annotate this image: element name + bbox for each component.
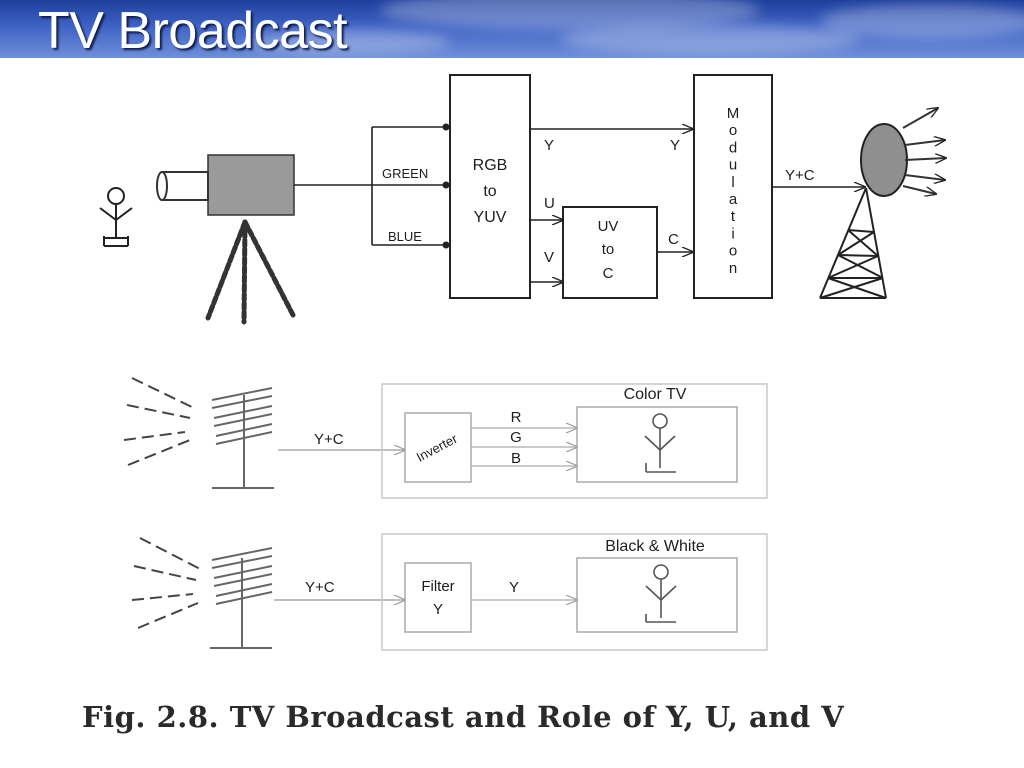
rgb-to-yuv-line-2: to — [483, 183, 496, 200]
camera-signal-lines — [294, 126, 450, 246]
color-tv-viewer-figure — [644, 413, 676, 473]
incoming-waves-icon-2 — [131, 537, 205, 629]
color-tv-label: Color TV — [624, 386, 687, 403]
receiving-antenna-icon-2 — [210, 547, 273, 649]
filter-label-1: Filter — [421, 578, 454, 595]
modulation-letter: t — [731, 208, 736, 225]
modulation-letter: o — [729, 243, 737, 260]
y-label: Y — [544, 137, 554, 154]
mod-output-label: Y+C — [785, 167, 815, 184]
input-dot-green — [442, 181, 450, 189]
incoming-waves-icon — [123, 377, 197, 466]
rgb-to-yuv-line-1: RGB — [473, 157, 508, 174]
green-label: GREEN — [382, 166, 428, 181]
modulation-letter: M — [727, 105, 740, 122]
c-label: C — [668, 231, 679, 248]
blue-label: BLUE — [388, 229, 422, 244]
broadcast-waves-icon — [902, 108, 946, 194]
modulation-letter: i — [731, 225, 734, 242]
bw-tv-viewer-figure — [645, 564, 677, 623]
bw-tv-screen — [576, 557, 738, 633]
modulation-letter: a — [729, 191, 738, 208]
input-dot-blue — [442, 241, 450, 249]
broadcast-tower-icon — [819, 123, 908, 299]
modulation-letter: l — [731, 174, 734, 191]
rgb-to-yuv-line-3: YUV — [474, 209, 507, 226]
v-label: V — [544, 249, 554, 266]
uv-to-c-line-2: to — [602, 241, 615, 258]
r-label: R — [511, 409, 522, 426]
slide-title: TV Broadcast — [38, 2, 348, 58]
bw-receiver-frame — [381, 533, 768, 651]
bw-y-label: Y — [509, 579, 519, 596]
figure-caption: Fig. 2.8. TV Broadcast and Role of Y, U,… — [82, 700, 845, 734]
modulation-letter: d — [729, 139, 737, 156]
color-tv-screen — [576, 406, 738, 483]
bw-yc-label: Y+C — [305, 579, 335, 596]
color-yc-label: Y+C — [314, 431, 344, 448]
modulation-box — [693, 74, 773, 299]
uv-to-c-box — [562, 206, 658, 299]
modulation-letter: n — [729, 260, 737, 277]
color-receiver-frame — [381, 383, 768, 499]
camera-operator-figure — [99, 187, 133, 247]
camera-icon — [156, 154, 296, 325]
filter-label-2: Y — [433, 601, 443, 618]
u-label: U — [544, 195, 555, 212]
rgb-to-yuv-box — [449, 74, 531, 299]
g-label: G — [510, 429, 522, 446]
uv-to-c-line-3: C — [603, 265, 614, 282]
receiving-antenna-icon — [211, 387, 274, 489]
modulation-letter: u — [729, 157, 737, 174]
uv-to-c-line-1: UV — [598, 218, 619, 235]
tv-broadcast-diagram: GREEN BLUE RGB to YUV Y U V Y C UV to C … — [99, 74, 1024, 651]
input-dot-red — [442, 123, 450, 131]
title-banner: TV Broadcast — [0, 0, 1024, 58]
modulation-letter: o — [729, 122, 737, 139]
bw-tv-label: Black & White — [605, 538, 705, 555]
y-mod-label: Y — [670, 137, 680, 154]
filter-box — [404, 562, 472, 633]
b-label: B — [511, 450, 521, 467]
inverter-label: Inverter — [414, 431, 461, 465]
